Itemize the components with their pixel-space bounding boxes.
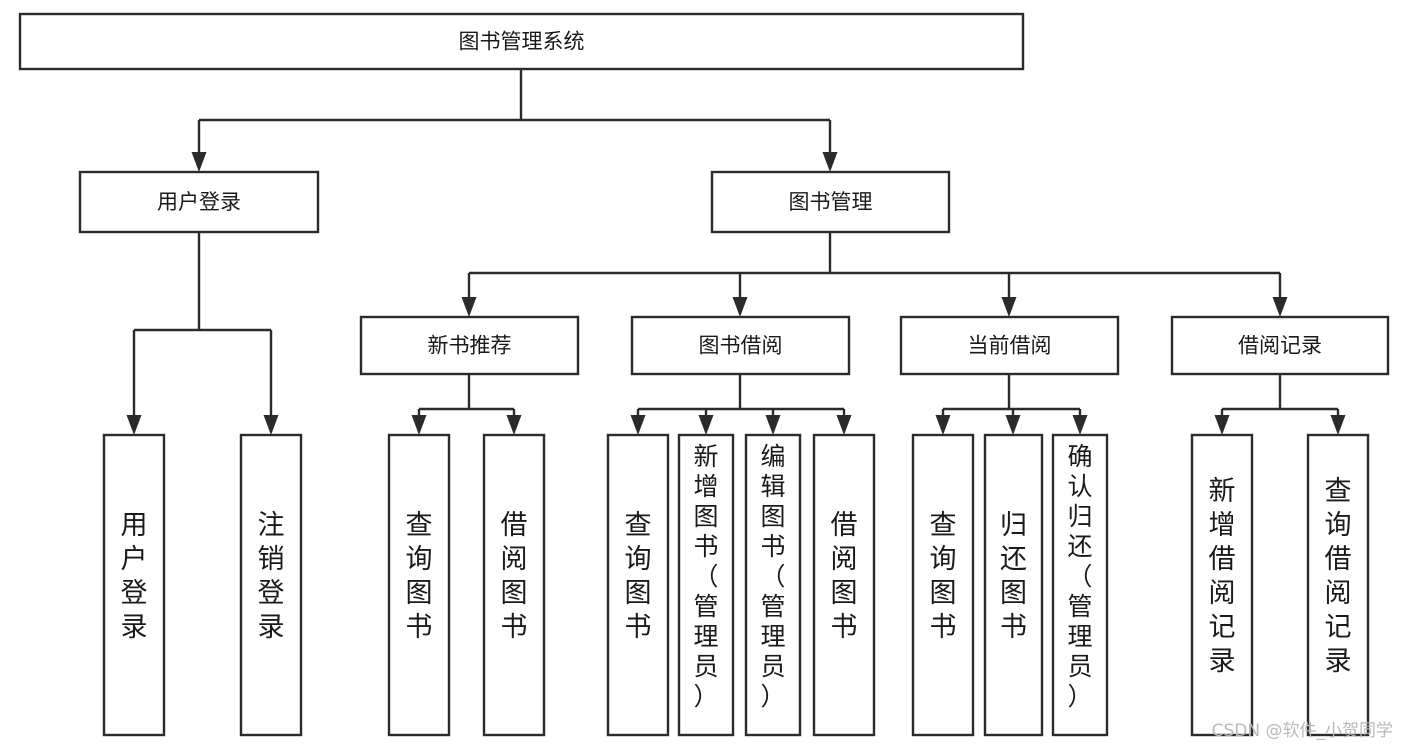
box-outline [18, 12, 1025, 71]
box-outline [239, 433, 303, 737]
box-outline [744, 433, 802, 737]
edges-current-borrow-to-leaves [935, 374, 1088, 435]
box-label: 借阅记录 [1238, 334, 1322, 358]
leaf-label: 注销登录 [258, 510, 285, 643]
box-outline [911, 433, 975, 737]
leaf-label: 查询图书 [406, 510, 433, 643]
leaf-label: 归还图书 [1000, 510, 1027, 643]
leaf-label: 确认归还（管理员） [1067, 442, 1092, 711]
leaf-label: 借阅图书 [501, 510, 528, 643]
leaf-node-leaf-return-book[interactable]: 归还图书 [983, 433, 1044, 737]
box-label: 图书借阅 [699, 334, 783, 358]
connector-layer [126, 69, 1346, 435]
box-outline [983, 433, 1044, 737]
level2-node-book-manage[interactable]: 图书管理 [710, 170, 951, 234]
box-outline [677, 433, 735, 737]
leaf-node-leaf-add-book-admin[interactable]: 新增图书（管理员） [677, 433, 735, 737]
leaf-node-leaf-query-book-3[interactable]: 查询图书 [911, 433, 975, 737]
leaf-node-leaf-edit-book-admin[interactable]: 编辑图书（管理员） [744, 433, 802, 737]
leaf-label: 编辑图书（管理员） [760, 442, 785, 711]
leaf-label: 新增借阅记录 [1209, 476, 1236, 677]
edges-book-borrow-to-leaves [630, 374, 852, 435]
box-outline [387, 433, 451, 737]
box-outline [606, 433, 670, 737]
leaf-node-leaf-logout-login[interactable]: 注销登录 [239, 433, 303, 737]
box-label: 当前借阅 [968, 334, 1052, 358]
leaf-node-leaf-query-borrow-record[interactable]: 查询借阅记录 [1306, 433, 1370, 737]
edges-new-book-to-leaves [411, 374, 522, 435]
edges-book-manage-to-level3 [461, 232, 1288, 317]
leaf-label: 查询借阅记录 [1325, 476, 1352, 677]
level2-node-user-login[interactable]: 用户登录 [78, 170, 320, 234]
box-outline [630, 315, 851, 376]
level3-node-borrow-record[interactable]: 借阅记录 [1170, 315, 1390, 376]
box-outline [812, 433, 876, 737]
box-outline [1306, 433, 1370, 737]
edges-user-login-to-leaves [126, 232, 279, 435]
root-node-root[interactable]: 图书管理系统 [18, 12, 1025, 71]
watermark-label: CSDN @软件_小贺同学 [1211, 721, 1393, 741]
leaf-node-leaf-query-book-2[interactable]: 查询图书 [606, 433, 670, 737]
edges-borrow-record-to-leaves [1214, 374, 1346, 435]
box-outline [359, 315, 580, 376]
box-label: 图书管理系统 [459, 30, 585, 54]
leaf-label: 查询图书 [930, 510, 957, 643]
box-outline [482, 433, 546, 737]
level3-node-book-borrow[interactable]: 图书借阅 [630, 315, 851, 376]
leaf-node-leaf-borrow-book-1[interactable]: 借阅图书 [482, 433, 546, 737]
box-outline [1190, 433, 1254, 737]
level3-node-new-book-recommend[interactable]: 新书推荐 [359, 315, 580, 376]
box-outline [710, 170, 951, 234]
leaf-node-leaf-query-book-1[interactable]: 查询图书 [387, 433, 451, 737]
box-outline [1051, 433, 1109, 737]
leaf-node-leaf-borrow-book-2[interactable]: 借阅图书 [812, 433, 876, 737]
box-outline [899, 315, 1120, 376]
node-layer: 图书管理系统用户登录图书管理新书推荐图书借阅当前借阅借阅记录用户登录注销登录查询… [18, 12, 1390, 737]
box-label: 用户登录 [157, 190, 241, 214]
leaf-label: 借阅图书 [831, 510, 858, 643]
leaf-label: 新增图书（管理员） [693, 442, 718, 711]
box-label: 新书推荐 [428, 334, 512, 358]
box-outline [1170, 315, 1390, 376]
leaf-node-leaf-add-borrow-record[interactable]: 新增借阅记录 [1190, 433, 1254, 737]
leaf-label: 用户登录 [121, 510, 148, 643]
box-outline [102, 433, 166, 737]
leaf-label: 查询图书 [625, 510, 652, 643]
leaf-node-leaf-confirm-return-admin[interactable]: 确认归还（管理员） [1051, 433, 1109, 737]
box-outline [78, 170, 320, 234]
leaf-node-leaf-user-login[interactable]: 用户登录 [102, 433, 166, 737]
edges-root-to-level2 [191, 69, 838, 172]
level3-node-current-borrow[interactable]: 当前借阅 [899, 315, 1120, 376]
box-label: 图书管理 [789, 190, 873, 214]
